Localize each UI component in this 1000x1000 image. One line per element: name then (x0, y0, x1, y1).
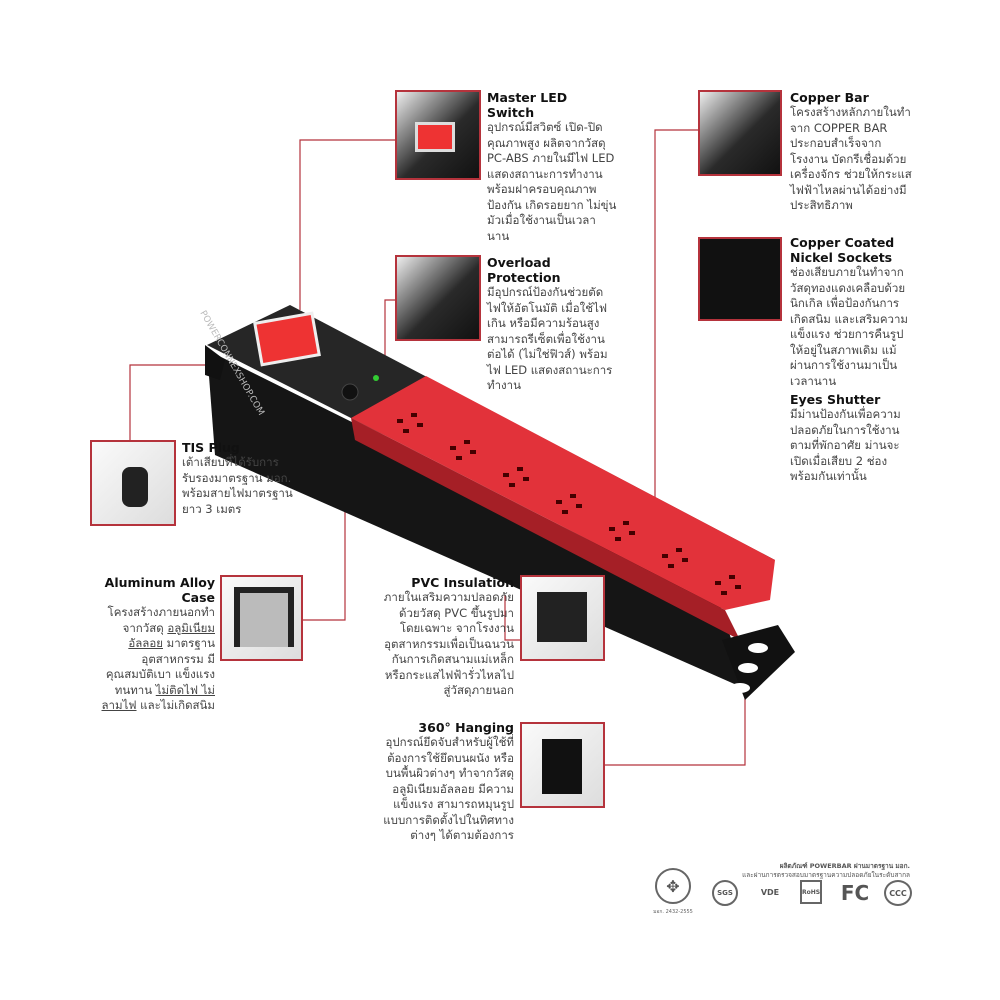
vde-logo: VDE (760, 887, 780, 897)
bar-front-face (207, 350, 748, 690)
master-switch (253, 311, 321, 367)
socket (556, 494, 582, 514)
sockets (397, 413, 741, 595)
hanging-bracket-photo (520, 722, 605, 808)
overload-photo (395, 255, 481, 341)
callout-lines (129, 129, 746, 766)
socket (503, 467, 529, 487)
tis-logo: ✥ (655, 868, 691, 904)
socket (397, 413, 423, 433)
led-indicator (373, 375, 379, 381)
rohs-logo: RoHS (800, 880, 822, 904)
socket-panel (351, 376, 775, 610)
master-switch-photo (395, 90, 481, 180)
tis-plug-photo (90, 440, 176, 526)
socket (450, 440, 476, 460)
socket (715, 575, 741, 595)
mount-bracket (205, 345, 795, 700)
tis-number: มอก. 2432-2555 (653, 909, 693, 915)
socket (609, 521, 635, 541)
ccc-logo: CCC (884, 880, 912, 906)
pvc-photo (520, 575, 605, 661)
certification-note: ผลิตภัณฑ์ POWERBAR ผ่านมาตรฐาน มอก.และผ่… (742, 862, 910, 879)
fc-logo: FC (840, 881, 870, 905)
overload-button (341, 383, 359, 401)
sgs-logo: SGS (712, 880, 738, 906)
socket (662, 548, 688, 568)
aluminum-case-photo (220, 575, 303, 661)
copper-bar-photo (698, 90, 782, 176)
nickel-socket-photo (698, 237, 782, 321)
